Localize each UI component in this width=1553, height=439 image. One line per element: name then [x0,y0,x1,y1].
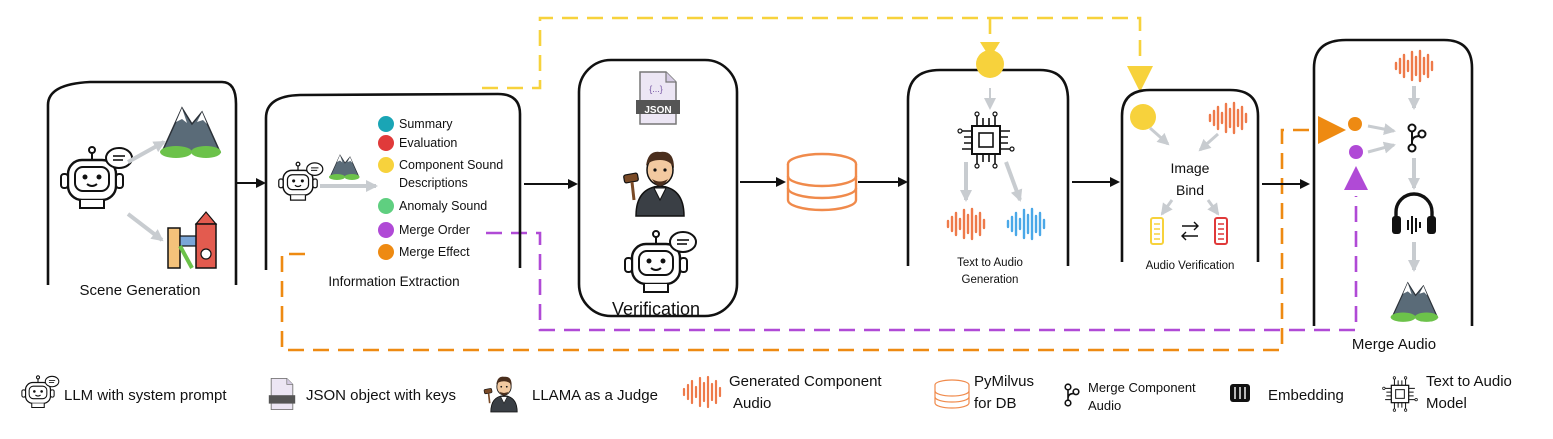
image-bind-line2: Bind [1176,182,1204,198]
legend-embedding-icon [1230,384,1250,402]
judge-icon [621,150,686,218]
headphones-icon [1390,192,1438,236]
scene-generation-label: Scene Generation [80,282,201,299]
key-merge-effect: Merge Effect [399,245,470,259]
legend-judge-icon [483,375,519,413]
summary-dot [378,116,394,132]
mountain-small-icon [328,154,360,181]
tta-label-line2: Generation [962,274,1019,286]
embedding-red-icon [1214,217,1228,245]
robot-verify-icon [623,229,698,294]
legend-chip-icon [1382,376,1418,412]
waveform-merge-icon [1394,49,1434,83]
legend-llm: LLM with system prompt [64,387,227,404]
purple-arrowhead [1344,166,1368,190]
robot-icon [59,145,134,210]
legend-judge: LLAMA as a Judge [532,387,658,404]
audio-verification-stage: Image Bind Audio Verification [1120,88,1260,272]
key-descriptions: Descriptions [399,176,468,190]
legend-t2a-1: Text to Audio [1426,373,1512,390]
merge-order-dot [378,222,394,238]
mountain-icon [159,107,222,159]
yellow-arrowhead-av [1127,66,1153,92]
evaluation-dot [378,135,394,151]
legend-embedding: Embedding [1268,387,1344,404]
mountain-output-icon [1390,282,1439,323]
legend-waveform-icon [682,375,722,409]
waveform-icon [1208,101,1248,135]
chip-icon [957,111,1015,169]
text-to-audio-stage: Text to Audio Generation [906,50,1070,286]
key-evaluation: Evaluation [399,136,457,150]
key-merge-order: Merge Order [399,223,470,237]
legend-pymilvus-2: for DB [974,395,1017,412]
orange-arrowhead [1318,116,1346,144]
legend-merge-2: Audio [1088,398,1121,413]
audio-verification-label: Audio Verification [1146,260,1235,272]
legend-merge-icon [1064,383,1080,407]
database-icon [786,152,858,212]
yellow-dashed-route [482,16,1142,90]
legend-database-icon [934,379,970,409]
key-list: Summary Evaluation Component Sound Descr… [378,116,503,260]
merge-audio-stage: Merge Audio [1312,38,1474,353]
yellow-description-dot [1130,104,1156,130]
verification-stage: {...} JSON Verification [577,58,739,319]
merge-effect-dot [378,244,394,260]
component-sound-dot [378,157,394,173]
json-braces: {...} [649,84,663,94]
image-bind-line1: Image [1171,160,1210,176]
playground-icon [167,211,218,269]
legend-robot-icon [21,375,60,409]
waveform-orange-icon [946,207,986,241]
scene-generation-stage: Scene Generation [46,80,238,299]
verification-label: Verification [612,299,700,319]
json-badge: JSON [644,105,671,116]
information-extraction-stage: Summary Evaluation Component Sound Descr… [264,92,522,289]
anomaly-sound-dot [378,198,394,214]
robot-small-icon [278,161,324,201]
key-component-sound: Component Sound [399,158,503,172]
compare-arrows-icon [1181,221,1199,241]
legend-json-icon [268,377,296,411]
key-summary: Summary [399,117,453,131]
legend: LLM with system prompt JSON object with … [21,373,1512,413]
legend-t2a-2: Model [1426,395,1467,412]
legend-json: JSON object with keys [306,387,456,404]
waveform-blue-icon [1006,207,1046,241]
yellow-input-dot [976,50,1004,78]
information-extraction-label: Information Extraction [328,274,459,289]
tta-label-line1: Text to Audio [957,257,1023,269]
purple-dashed-route [486,196,1358,332]
json-file-icon [635,71,681,125]
purple-merge-dot [1349,145,1363,159]
merge-icon [1407,123,1427,153]
legend-gen-audio-2: Audio [733,395,771,412]
legend-gen-audio-1: Generated Component [729,373,882,390]
embedding-yellow-icon [1150,217,1164,245]
orange-merge-dot [1348,117,1362,131]
legend-merge-1: Merge Component [1088,380,1196,395]
key-anomaly-sound: Anomaly Sound [399,199,487,213]
legend-pymilvus-1: PyMilvus [974,373,1034,390]
merge-audio-label: Merge Audio [1352,336,1436,353]
